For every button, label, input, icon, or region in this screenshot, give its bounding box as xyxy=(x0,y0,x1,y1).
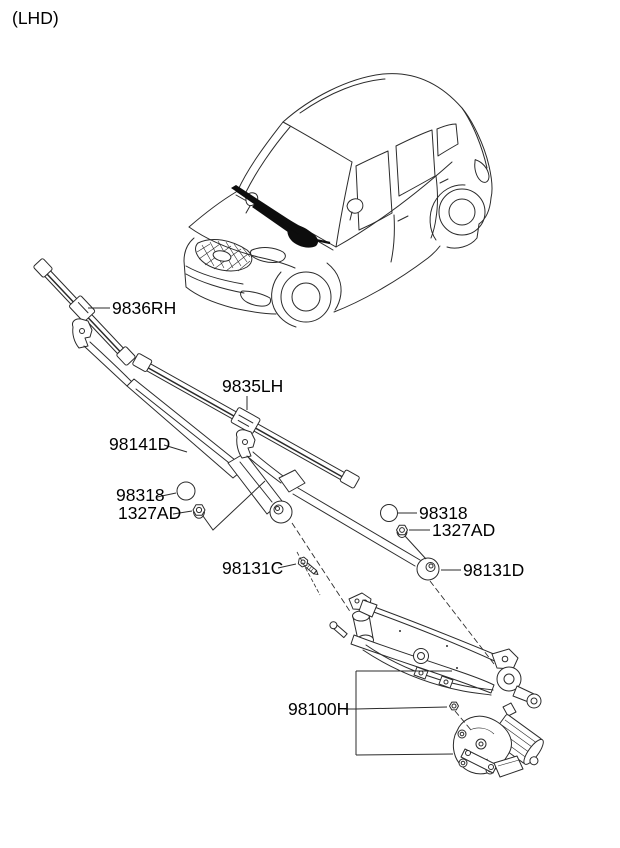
hatch-line xyxy=(461,107,488,169)
right-mirror xyxy=(346,198,364,214)
blade-connector xyxy=(230,407,261,434)
mounting-nut-drawing xyxy=(449,701,459,711)
grille xyxy=(195,239,253,272)
part-label-9835lh: 9835LH xyxy=(222,376,283,396)
door-cut-front xyxy=(390,214,395,263)
taillight xyxy=(474,159,490,183)
pivot-nut-left-drawing xyxy=(192,504,206,519)
part-label-1327ad-right: 1327AD xyxy=(432,520,495,540)
blade-connector xyxy=(69,295,96,322)
rear-door-window xyxy=(395,129,436,197)
assembly-dash-lines xyxy=(291,522,495,731)
part-label-9836rh: 9836RH xyxy=(112,298,176,318)
drive-type-note: (LHD) xyxy=(12,8,59,28)
callout-leader-lines xyxy=(88,307,461,571)
part-label-98141d: 98141D xyxy=(109,434,170,454)
blade-end-cap xyxy=(116,346,136,366)
arm-hook xyxy=(236,429,256,459)
right-pivot-bracket xyxy=(491,648,519,670)
frame-hole xyxy=(413,648,429,664)
car-illustration xyxy=(183,73,493,328)
door-handles xyxy=(397,178,449,222)
callout-bracket-98100h xyxy=(344,670,454,756)
pivot-cap-right-drawing xyxy=(380,504,398,522)
roof-inner-line xyxy=(299,78,386,114)
door-cut-rear xyxy=(430,175,438,239)
headlight xyxy=(250,247,286,263)
front-wheel-arch xyxy=(271,271,297,328)
motor-stud xyxy=(502,702,517,717)
fog-lamp xyxy=(240,290,271,307)
wiper-motor-drawing xyxy=(452,702,544,778)
part-label-1327ad-left: 1327AD xyxy=(118,503,181,523)
left-pivot-stud xyxy=(329,621,348,639)
part-label-98131c: 98131C xyxy=(222,558,283,578)
rod-clamp xyxy=(413,666,429,680)
wipers-on-car xyxy=(231,185,331,248)
blade-end-cap xyxy=(339,469,360,489)
motor-bracket xyxy=(493,755,524,778)
rear-wheel xyxy=(438,188,486,236)
linkage-frame xyxy=(350,634,495,694)
quarter-window xyxy=(436,123,459,157)
pivot-nut-right-drawing xyxy=(396,524,408,538)
beltline xyxy=(335,161,453,248)
arm-joint xyxy=(278,469,306,493)
a-pillar xyxy=(237,121,284,191)
rod-bushing xyxy=(526,693,542,709)
blade-end-cap xyxy=(33,258,53,278)
kia-logo xyxy=(212,250,232,262)
front-door-window xyxy=(355,150,393,231)
front-wheel xyxy=(280,271,332,323)
wiper-arm-passenger-drawing xyxy=(236,429,440,581)
wiper-blade-lh-drawing xyxy=(132,353,360,489)
pivot-cap-left-drawing xyxy=(176,481,196,501)
wiper-blade-rh-drawing xyxy=(33,258,136,366)
linkage-bolt-drawing xyxy=(297,556,319,576)
motor-shaft-tip xyxy=(529,756,539,766)
rear-wheel-arch xyxy=(429,184,466,241)
part-label-98100h: 98100H xyxy=(288,699,349,719)
part-label-98318-right: 98318 xyxy=(419,503,468,523)
wiper-linkage-drawing xyxy=(329,592,542,709)
part-label-98318-left: 98318 xyxy=(116,485,165,505)
rod-clamp xyxy=(438,675,454,689)
blade-end-cap xyxy=(132,353,153,372)
part-label-98131d: 98131D xyxy=(463,560,524,580)
wiper-arm-driver-drawing xyxy=(72,318,293,524)
